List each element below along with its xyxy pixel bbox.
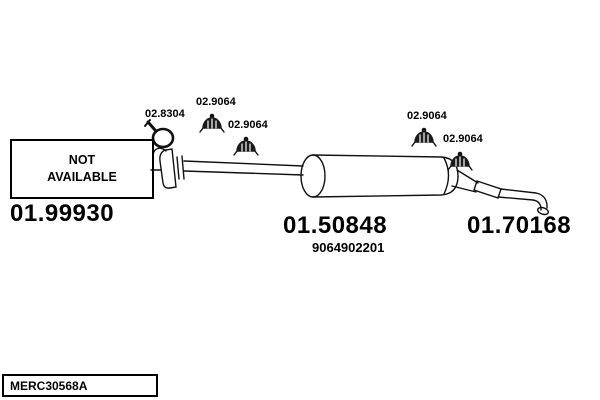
- clamp-icon-4: [447, 151, 473, 171]
- clamp-label-1: 02.8304: [145, 108, 185, 120]
- clamp-icon-3: [411, 127, 437, 147]
- muffler: [300, 154, 459, 198]
- exhaust-flange: [152, 147, 185, 189]
- footer-code-box: MERC30568A: [2, 374, 158, 397]
- oem-number: 9064902201: [312, 240, 385, 255]
- part-number-left: 01.99930: [10, 200, 115, 227]
- front-pipe: [183, 160, 304, 176]
- clamp-label-5: 02.9064: [443, 133, 483, 145]
- part-number-right: 01.70168: [467, 212, 572, 239]
- tail-pipe: [451, 169, 550, 216]
- clamp-label-3: 02.9064: [228, 119, 268, 131]
- clamp-label-4: 02.9064: [407, 110, 447, 122]
- not-available-box: NOT AVAILABLE: [10, 139, 154, 199]
- part-number-center: 01.50848: [283, 212, 388, 239]
- clamp-label-2: 02.9064: [196, 96, 236, 108]
- footer-code: MERC30568A: [10, 378, 88, 393]
- ring-clamp-icon: [144, 119, 175, 149]
- clamp-icon-2: [233, 136, 259, 156]
- clamp-icon-1: [199, 113, 225, 133]
- not-available-label: NOT AVAILABLE: [47, 153, 117, 184]
